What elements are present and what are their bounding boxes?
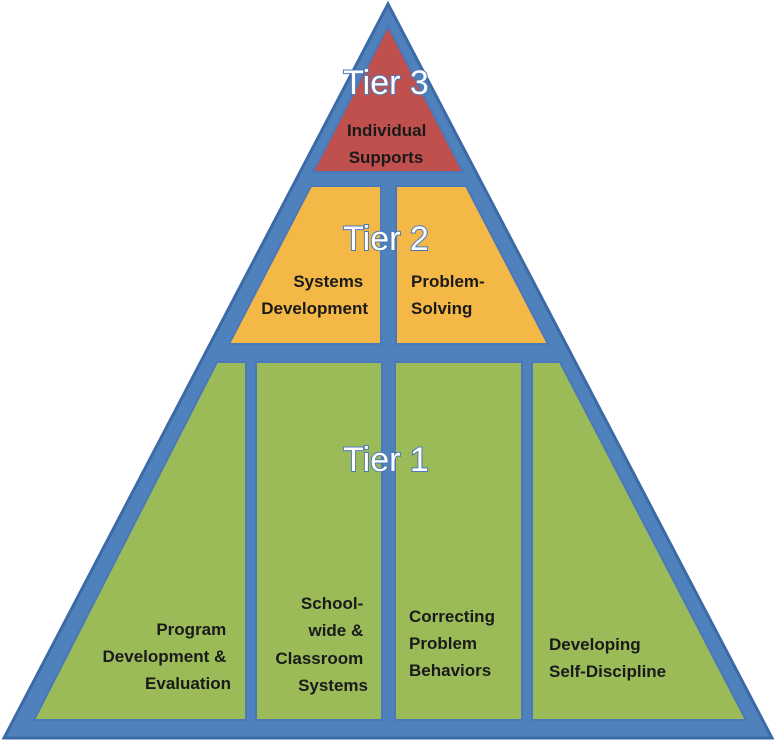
tier2-cell-label-problem: Problem- Solving [411,272,489,318]
tier2-cell-label-systems: Systems Development [261,272,368,318]
tier1-cell-developing-self-discipline [531,361,748,721]
tier3-cell-label: Individual Supports [347,121,431,167]
tier1-cell-label-program: Program Development & Evaluation [103,620,231,693]
label-line: School- [301,594,363,613]
tier1-title: Tier 1 [343,441,429,479]
tier1-cell-label-correcting: Correcting Problem Behaviors [409,607,500,680]
label-line: Program [156,620,226,639]
label-line: Developing [549,635,641,654]
label-line: Solving [411,299,472,318]
label-line: wide & [307,621,363,640]
tier2-cell-systems-development [227,185,382,345]
label-line: Systems [298,676,368,695]
label-line: Development & [103,647,227,666]
label-line: Behaviors [409,661,491,680]
label-line: Individual [347,121,426,140]
tier1-cell-label-developing: Developing Self-Discipline [549,635,666,681]
tier2-title: Tier 2 [343,220,429,258]
tier1-cell-program-development [32,361,247,721]
tier2-cell-problem-solving [395,185,550,345]
label-line: Problem- [411,272,485,291]
label-line: Self-Discipline [549,662,666,681]
label-line: Evaluation [145,674,231,693]
label-line: Systems [293,272,363,291]
tier3-cell-individual-supports [311,23,465,173]
tier1-cell-schoolwide-systems [255,361,383,721]
tier1-cell-label-schoolwide: School- wide & Classroom Systems [275,594,368,695]
tier1-cell-correcting-behaviors [394,361,523,721]
label-line: Classroom [275,649,363,668]
label-line: Problem [409,634,477,653]
tier3-title: Tier 3 [343,64,429,102]
label-line: Supports [349,148,424,167]
label-line: Development [261,299,368,318]
label-line: Correcting [409,607,495,626]
